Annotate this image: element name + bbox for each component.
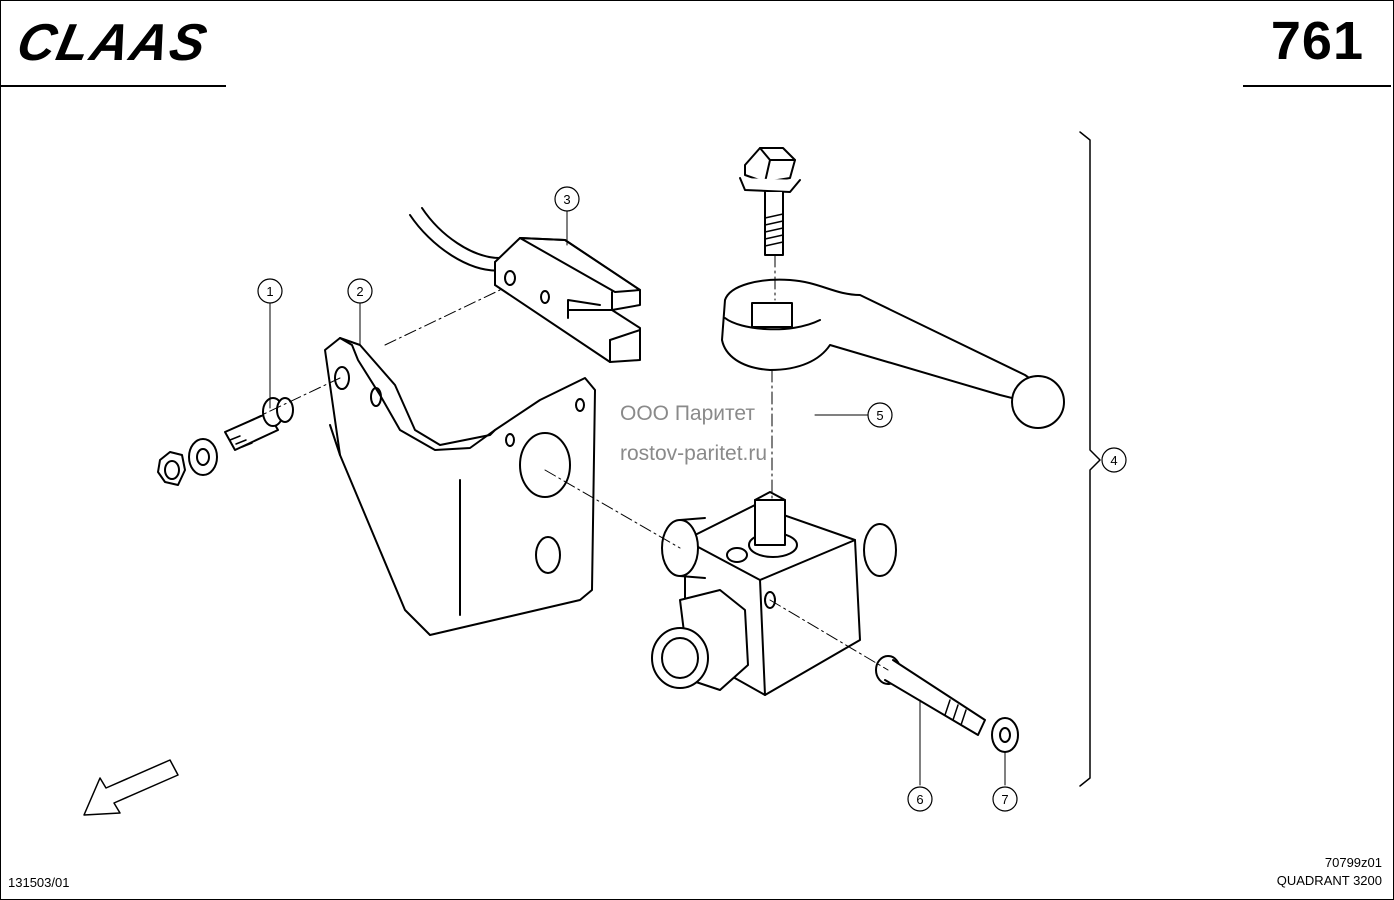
watermark-line-2: rostov-paritet.ru [620, 442, 768, 465]
doc-code: 131503/01 [8, 875, 70, 890]
watermark-line-1: ООО Паритет [620, 402, 756, 425]
callout-4: 4 [1110, 453, 1117, 468]
assembly-brace [1079, 131, 1101, 787]
callout-3: 3 [563, 192, 570, 207]
bolt-6 [875, 655, 986, 736]
callout-6: 6 [916, 792, 923, 807]
ball-valve [651, 491, 897, 696]
sensor-block [494, 237, 641, 363]
cable [409, 214, 506, 272]
callout-7: 7 [1001, 792, 1008, 807]
center-lines [229, 254, 889, 671]
nut-1 [157, 451, 186, 486]
header-rule-left [1, 85, 226, 87]
model-name: QUADRANT 3200 [1276, 873, 1382, 888]
claas-logo: CLAAS [12, 16, 213, 66]
svg-text:CLAAS: CLAAS [12, 16, 213, 66]
callout-circle-6 [907, 786, 933, 812]
callout-circle-7 [992, 786, 1018, 812]
handle-bolt [739, 147, 801, 256]
callout-circle-1 [257, 278, 283, 304]
leader-lines [269, 210, 1103, 786]
bolt-1 [224, 397, 294, 451]
callout-1: 1 [266, 284, 273, 299]
figure-id: 70799z01 [1324, 855, 1382, 870]
callout-circle-5 [867, 402, 893, 428]
cable-inner [421, 207, 501, 259]
bracket [324, 337, 596, 636]
washer-1 [188, 438, 218, 476]
travel-direction-arrow-icon [83, 759, 179, 816]
header-rule-right [1243, 85, 1391, 87]
callout-2: 2 [356, 284, 363, 299]
page-number: 761 [1270, 11, 1364, 71]
callout-circles [257, 186, 1127, 812]
footer-right-block: 70799z01 QUADRANT 3200 [1277, 854, 1382, 890]
washer-7 [991, 717, 1019, 753]
lever-handle [721, 278, 1065, 429]
callout-circle-3 [554, 186, 580, 212]
callout-circle-4 [1101, 447, 1127, 473]
callout-circle-2 [347, 278, 373, 304]
callout-5: 5 [876, 408, 883, 423]
